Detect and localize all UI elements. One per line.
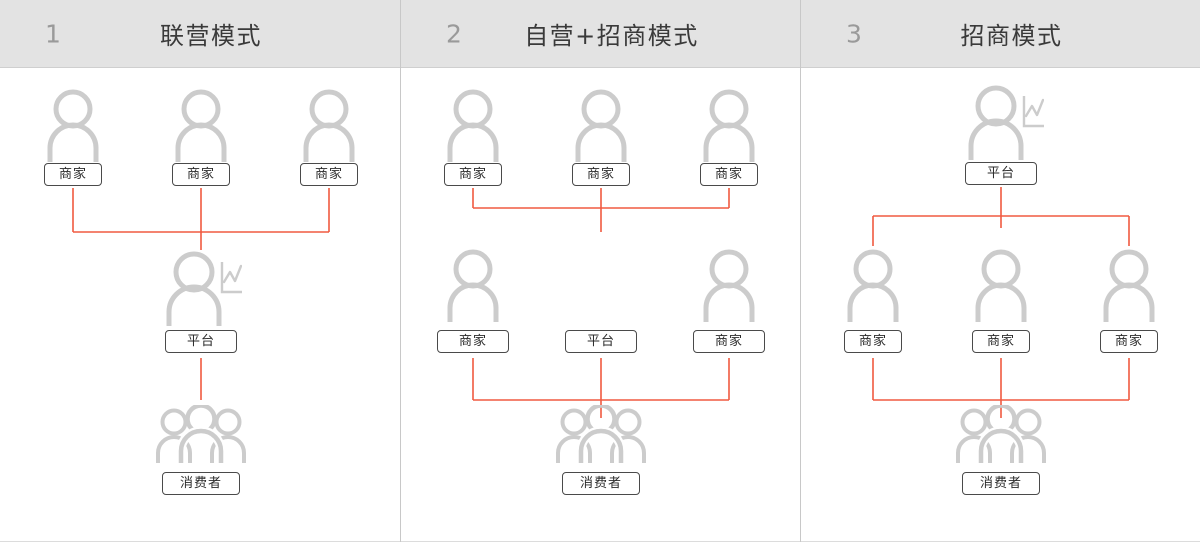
node-box-merchant[interactable]: 商家: [572, 163, 630, 186]
connector-platform-to-merchants: [801, 68, 1200, 542]
panel-1-header: 1 联营模式: [0, 0, 400, 68]
person-icon: [445, 86, 501, 162]
node-box-consumer[interactable]: 消费者: [562, 472, 640, 495]
panel-2-title: 自营+招商模式: [524, 22, 699, 50]
panel-merchant-recruitment: 3 招商模式 平台: [800, 0, 1200, 542]
connector-top-merchants-to-platform: [401, 68, 801, 542]
person-with-chart-icon: [962, 82, 1044, 160]
connector-merchants-to-consumer: [801, 68, 1200, 542]
connector-merchants-to-platform: [0, 68, 400, 542]
node-box-merchant[interactable]: 商家: [844, 330, 902, 353]
person-icon: [701, 246, 757, 322]
node-box-consumer[interactable]: 消费者: [962, 472, 1040, 495]
panel-3-number: 3: [846, 19, 862, 48]
panel-1-number: 1: [45, 19, 61, 48]
node-box-merchant[interactable]: 商家: [972, 330, 1030, 353]
panel-2-number: 2: [446, 19, 462, 48]
node-box-merchant[interactable]: 商家: [444, 163, 502, 186]
person-icon: [573, 86, 629, 162]
people-group-icon: [555, 405, 647, 463]
node-box-merchant[interactable]: 商家: [437, 330, 509, 353]
person-icon: [973, 246, 1029, 322]
person-icon: [173, 86, 229, 162]
person-icon: [445, 246, 501, 322]
panel-3-header: 3 招商模式: [801, 0, 1200, 68]
panel-1-title: 联营模式: [160, 22, 262, 50]
connector-platform-to-consumer: [0, 68, 400, 542]
node-box-merchant[interactable]: 商家: [300, 163, 358, 186]
panel-joint-operation: 1 联营模式 商家 商家 商家: [0, 0, 400, 542]
panel-3-canvas: 平台 商家 商家 商家: [801, 68, 1200, 542]
panel-2-header: 2 自营+招商模式: [401, 0, 800, 68]
person-icon: [301, 86, 357, 162]
panel-1-canvas: 商家 商家 商家 平台: [0, 68, 400, 542]
people-group-icon: [955, 405, 1047, 463]
panel-3-title: 招商模式: [960, 22, 1063, 50]
person-icon: [701, 86, 757, 162]
person-icon: [45, 86, 101, 162]
node-box-consumer[interactable]: 消费者: [162, 472, 240, 495]
node-box-merchant[interactable]: 商家: [700, 163, 758, 186]
node-box-merchant[interactable]: 商家: [1100, 330, 1158, 353]
person-with-chart-icon: [160, 248, 242, 326]
node-box-platform[interactable]: 平台: [565, 330, 637, 353]
people-group-icon: [155, 405, 247, 463]
node-box-merchant[interactable]: 商家: [172, 163, 230, 186]
node-box-merchant[interactable]: 商家: [44, 163, 102, 186]
person-icon: [845, 246, 901, 322]
connector-middle-to-consumer: [401, 68, 801, 542]
panel-2-canvas: 商家 商家 商家 商家 平台 商家: [401, 68, 801, 542]
node-box-platform[interactable]: 平台: [165, 330, 237, 353]
node-box-platform[interactable]: 平台: [965, 162, 1037, 185]
node-box-merchant[interactable]: 商家: [693, 330, 765, 353]
panel-self-operated-plus-merchant: 2 自营+招商模式 商家 商家 商家: [400, 0, 800, 542]
person-icon: [1101, 246, 1157, 322]
